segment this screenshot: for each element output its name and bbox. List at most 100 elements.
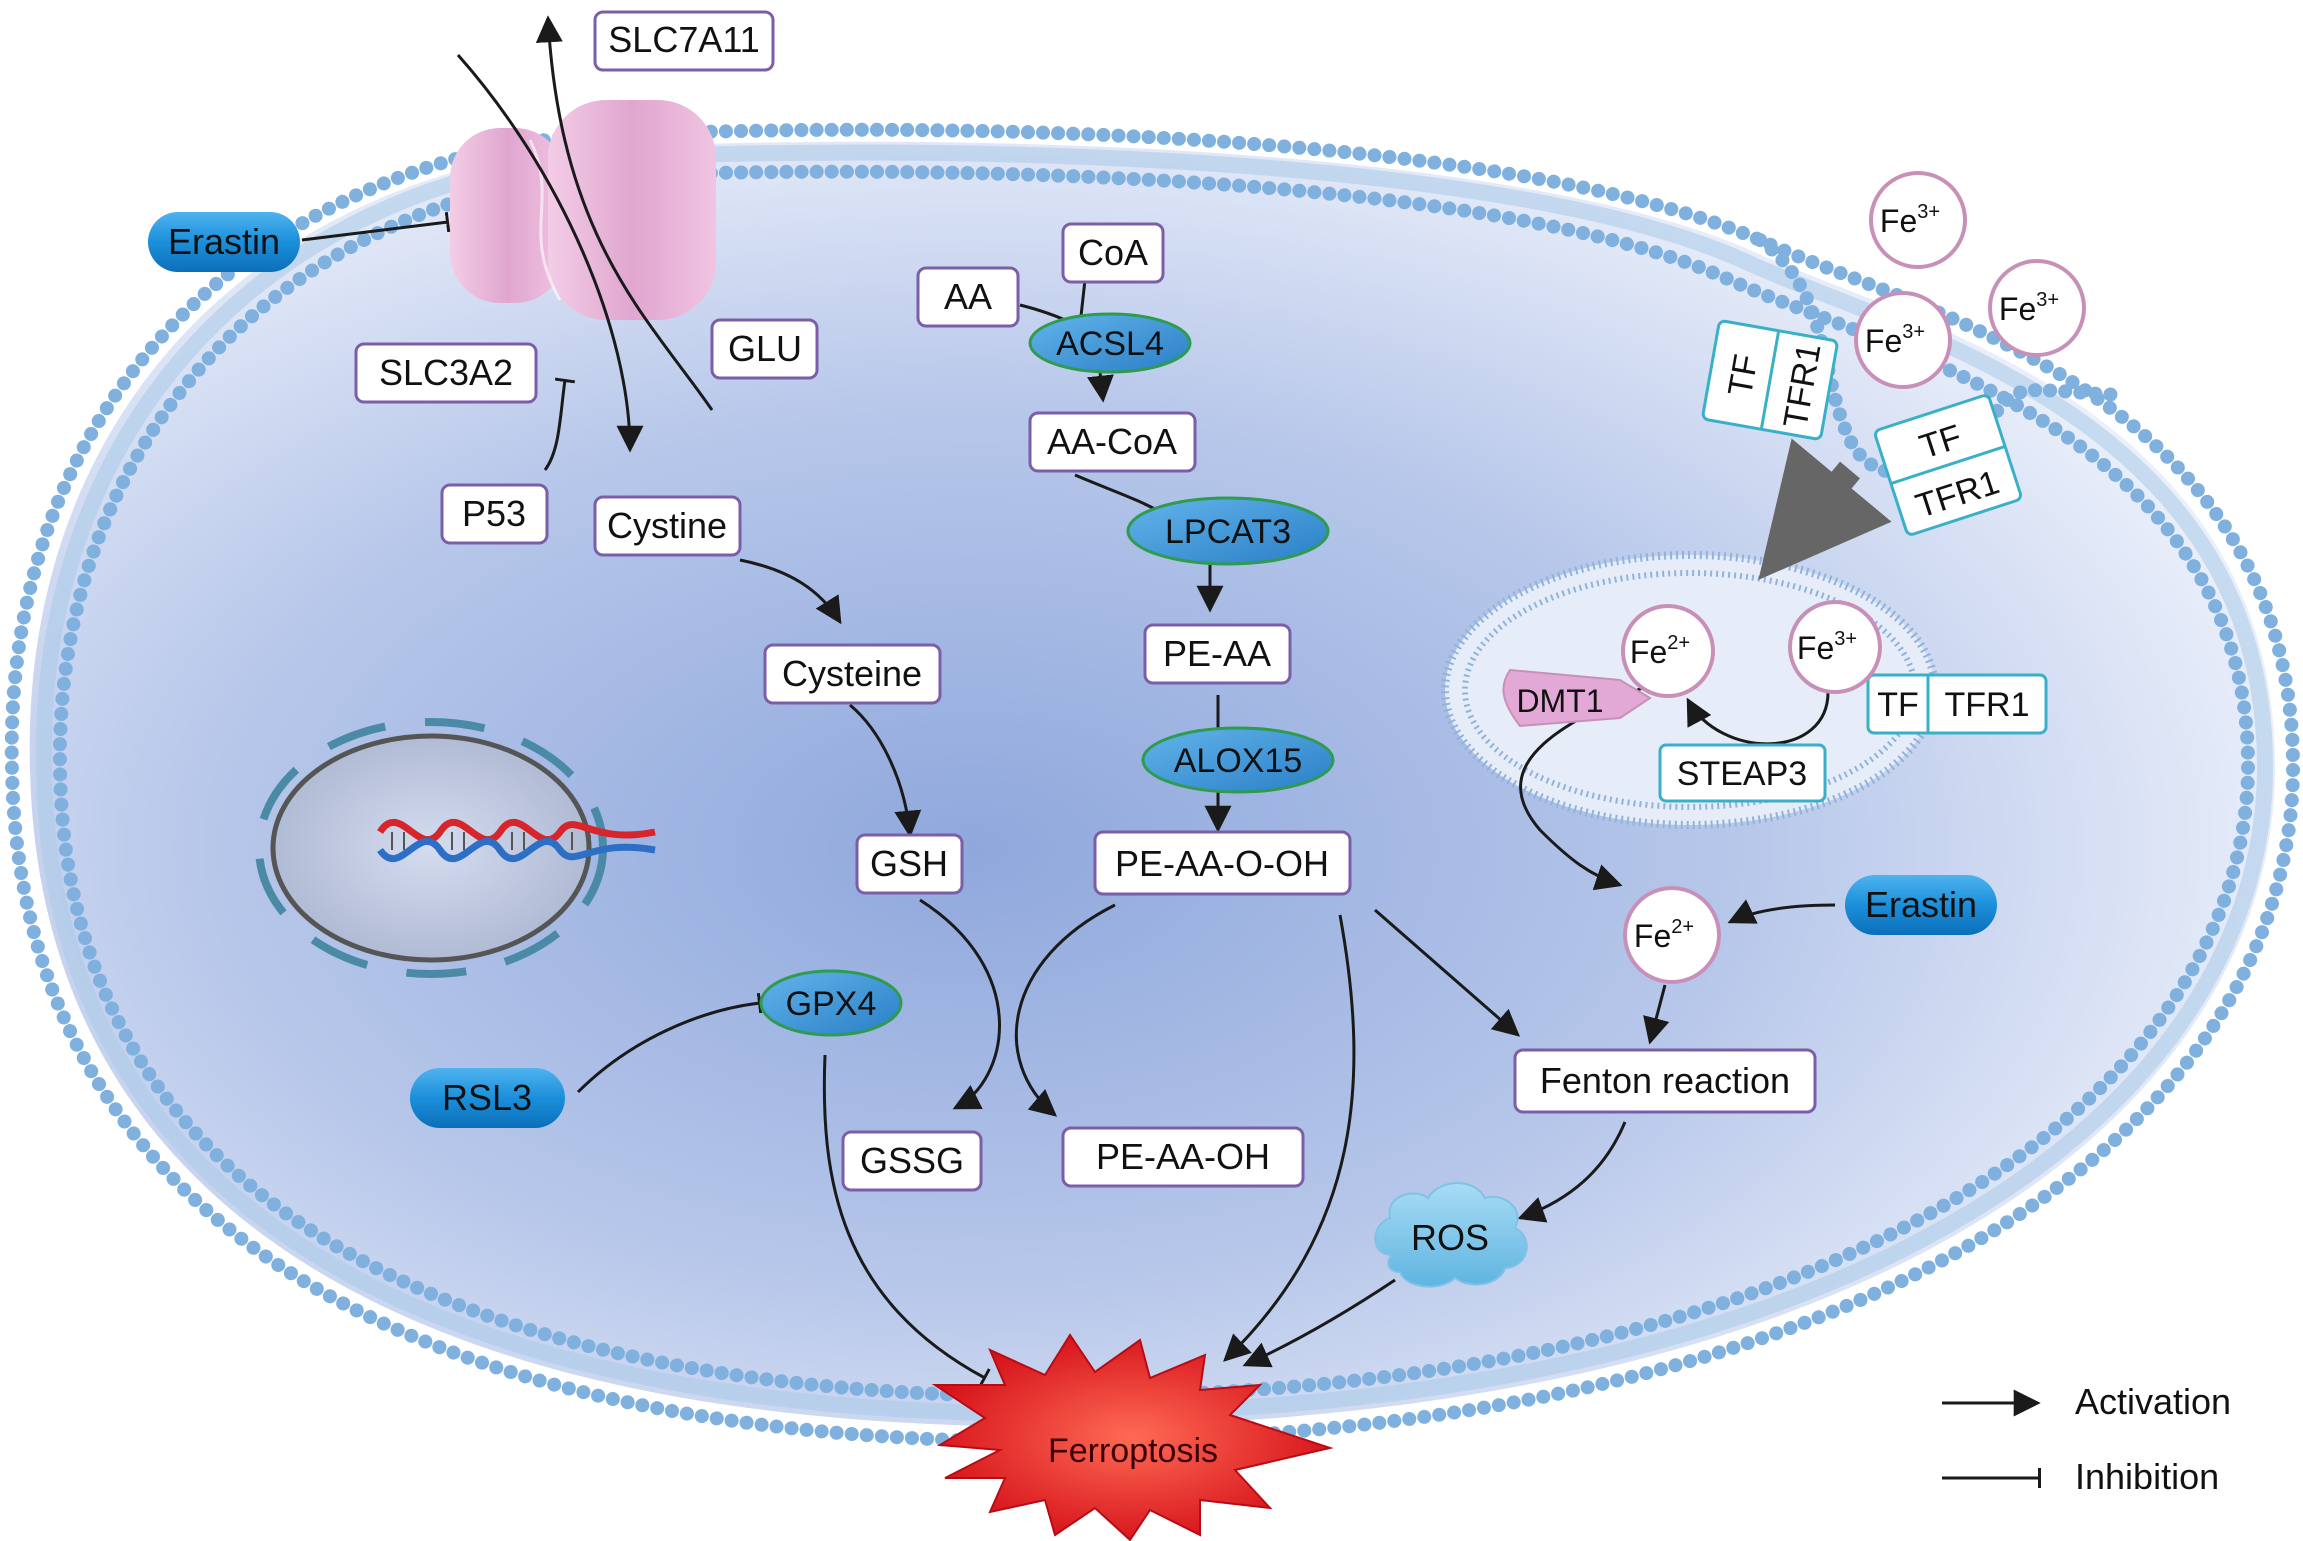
ion-fe2-cytosol: Fe2+ — [1623, 886, 1721, 984]
enzyme-acsl4: ACSL4 — [1028, 312, 1192, 374]
fe2-charge: 2+ — [1671, 916, 1694, 938]
inhibit-rsl3-gpx4 — [576, 992, 763, 1094]
legend-activation-label: Activation — [2075, 1381, 2231, 1422]
svg-text:Fe3+: Fe3+ — [1999, 289, 2059, 327]
ion-fe3-2: Fe3+ — [1854, 291, 1952, 389]
enzyme-gpx4: GPX4 — [759, 969, 903, 1037]
node-aa-coa: AA-CoA — [1028, 411, 1197, 473]
fe-symbol: Fe — [1999, 291, 2036, 327]
inhibitor-erastin-top: Erastin — [148, 212, 300, 272]
arrow-peaaooh-peaaoh — [1014, 903, 1116, 1117]
coa-label: CoA — [1078, 232, 1148, 273]
receptor-tf-tfr1-2: TF TFR1 — [1874, 394, 2022, 536]
nucleus — [255, 718, 656, 978]
fe3-charge: 3+ — [2036, 289, 2059, 311]
node-p53: P53 — [440, 483, 549, 545]
ros-cloud: ROS — [1374, 1182, 1528, 1288]
fe-symbol: Fe — [1880, 203, 1917, 239]
dna-icon — [377, 818, 656, 862]
ferroptosis-burst: Ferroptosis — [931, 1333, 1334, 1541]
ferroptosis-label: Ferroptosis — [1048, 1432, 1218, 1470]
tf-label: TF — [1721, 352, 1766, 400]
arrow-peaaooh-ferroptosis — [1223, 914, 1356, 1362]
node-steap3: STEAP3 — [1658, 743, 1827, 803]
arrow-fe2-fenton — [1643, 984, 1670, 1045]
inhibit-p53-slc3a2 — [543, 377, 576, 471]
svg-text:Fe2+: Fe2+ — [1630, 632, 1690, 670]
arrow-cystine-cysteine — [739, 558, 842, 625]
receptor-tf-tfr1-1: TF TFR1 — [1701, 319, 1839, 441]
inhibit-erastin-transporter — [301, 211, 451, 242]
enzyme-alox15: ALOX15 — [1141, 726, 1335, 794]
arrow-gsh-gssg — [919, 898, 1001, 1110]
node-cystine: Cystine — [593, 495, 742, 557]
erastin-right-label: Erastin — [1865, 884, 1977, 925]
fe3-charge: 3+ — [1902, 321, 1925, 343]
slc3a2-label: SLC3A2 — [379, 352, 513, 393]
inhibitor-erastin-right: Erastin — [1845, 875, 1997, 935]
svg-text:Fe3+: Fe3+ — [1797, 628, 1857, 666]
node-aa: AA — [916, 266, 1020, 328]
node-slc3a2: SLC3A2 — [354, 342, 538, 404]
aa-coa-label: AA-CoA — [1047, 421, 1177, 462]
ion-fe3-3: Fe3+ — [1988, 259, 2086, 357]
rsl3-label: RSL3 — [442, 1077, 532, 1118]
fe-symbol: Fe — [1865, 323, 1902, 359]
inhibitor-rsl3: RSL3 — [410, 1068, 565, 1128]
tf-label: TF — [1877, 686, 1919, 724]
svg-text:Fe3+: Fe3+ — [1880, 201, 1940, 239]
fe-symbol: Fe — [1797, 630, 1834, 666]
node-gssg: GSSG — [841, 1130, 983, 1192]
legend: Activation Inhibition — [1942, 1381, 2231, 1497]
gssg-label: GSSG — [860, 1140, 964, 1181]
dmt1-transporter: DMT1 — [1502, 668, 1652, 728]
enzyme-lpcat3: LPCAT3 — [1126, 496, 1330, 566]
legend-inhibition: Inhibition — [1942, 1456, 2219, 1497]
cell-membrane-outer — [4, 122, 2301, 1449]
svg-text:Fe3+: Fe3+ — [1865, 321, 1925, 359]
node-pe-aa: PE-AA — [1143, 623, 1292, 685]
pe-aa-o-oh-label: PE-AA-O-OH — [1115, 843, 1329, 884]
glu-label: GLU — [728, 328, 802, 369]
arrow-fenton-ros — [1517, 1121, 1627, 1223]
arrow-glu-export — [535, 15, 714, 411]
erastin-top-label: Erastin — [168, 221, 280, 262]
node-gsh: GSH — [855, 833, 964, 895]
arrow-erastin-fe2 — [1727, 899, 1836, 924]
inhibit-gpx4-ferroptosis — [822, 1054, 991, 1388]
lpcat3-label: LPCAT3 — [1165, 513, 1291, 551]
fe2-charge: 2+ — [1667, 632, 1690, 654]
fe-symbol: Fe — [1630, 634, 1667, 670]
pe-aa-oh-label: PE-AA-OH — [1096, 1136, 1270, 1177]
node-cysteine: Cysteine — [763, 643, 942, 705]
legend-inhibition-label: Inhibition — [2075, 1456, 2219, 1497]
p53-label: P53 — [462, 493, 526, 534]
ros-label: ROS — [1411, 1217, 1489, 1258]
dmt1-label: DMT1 — [1516, 683, 1603, 719]
arrow-acsl4-aacoa — [1086, 371, 1114, 403]
gsh-label: GSH — [870, 843, 948, 884]
acsl4-label: ACSL4 — [1056, 325, 1164, 363]
endocytosis-arrow — [1758, 438, 1892, 580]
arrow-cysteine-gsh — [849, 703, 922, 838]
fe-symbol: Fe — [1634, 918, 1671, 954]
ion-fe3-1: Fe3+ — [1869, 171, 1967, 269]
slc7a11-label: SLC7A11 — [608, 19, 759, 60]
gpx4-label: GPX4 — [786, 985, 877, 1023]
pe-aa-label: PE-AA — [1163, 633, 1271, 674]
fe3-charge: 3+ — [1917, 201, 1940, 223]
ion-fe2-endosome: Fe2+ — [1621, 604, 1715, 698]
node-glu: GLU — [710, 318, 819, 380]
system-xc-transporter — [450, 100, 716, 320]
legend-activation: Activation — [1942, 1381, 2231, 1422]
node-coa: CoA — [1061, 222, 1165, 284]
node-slc7a11: SLC7A11 — [593, 10, 775, 72]
node-pe-aa-oh: PE-AA-OH — [1061, 1126, 1305, 1188]
alox15-label: ALOX15 — [1174, 742, 1303, 780]
connectors — [301, 15, 1836, 1388]
tfr1-label: TFR1 — [1945, 686, 2030, 724]
node-pe-aa-o-oh: PE-AA-O-OH — [1093, 830, 1352, 896]
arrow-cystine-import — [456, 54, 644, 453]
steap3-label: STEAP3 — [1677, 755, 1807, 793]
